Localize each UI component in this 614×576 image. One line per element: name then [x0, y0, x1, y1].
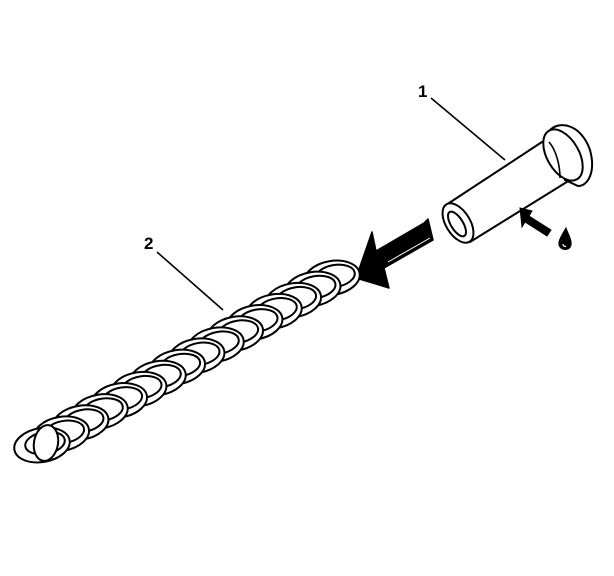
spring [13, 259, 361, 464]
callout-1-label: 1 [418, 82, 427, 101]
oil-drop-icon [558, 226, 572, 250]
pin [441, 124, 594, 244]
callout-2: 2 [144, 234, 224, 311]
lubricate-arrow [519, 207, 552, 237]
direction-arrow-icon [355, 218, 434, 289]
callout-1: 1 [418, 82, 506, 161]
spring-end [32, 424, 60, 462]
callout-2-label: 2 [144, 234, 153, 253]
